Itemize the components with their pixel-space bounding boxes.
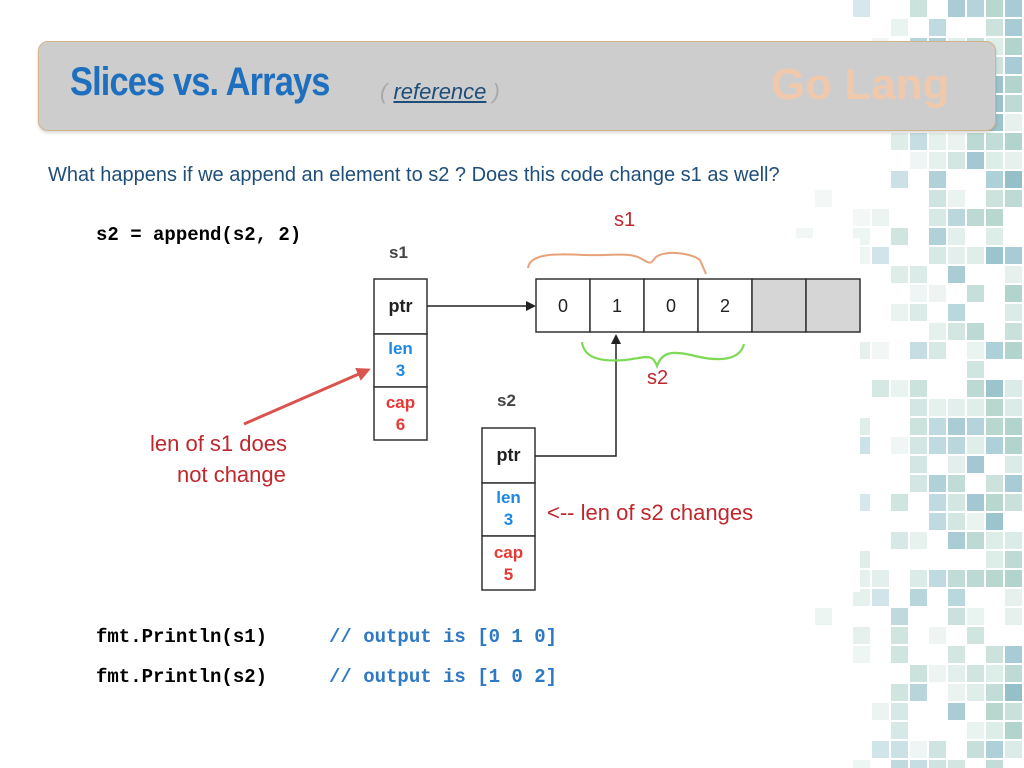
s1-cap-value: 6	[396, 415, 405, 434]
array-cell-value-2: 0	[666, 296, 676, 316]
backing-array: 0 1 0 2	[535, 278, 861, 333]
diagram-s1-label: s1	[389, 243, 408, 262]
note-len-s2: <-- len of s2 changes	[547, 500, 754, 525]
s1-slice-header: ptr len 3 cap 6	[373, 278, 428, 441]
s1-cap-label: cap	[386, 393, 415, 412]
array-cell-value-3: 2	[720, 296, 730, 316]
s1-len-cell	[373, 333, 428, 388]
s1-brace-label: s1	[614, 209, 635, 231]
reference-paren-close: )	[486, 79, 500, 104]
s1-len-value: 3	[396, 361, 405, 380]
s2-len-label: len	[496, 488, 521, 507]
note-len-s1-line1: len of s1 does	[150, 431, 287, 456]
s1-cap-cell	[373, 386, 428, 441]
reference-link[interactable]: reference	[393, 79, 487, 104]
array-cell-5	[805, 278, 861, 333]
code-print-s2: fmt.Println(s2)	[96, 666, 268, 688]
diagram-s2-label: s2	[497, 391, 516, 410]
title-bar	[38, 41, 996, 131]
reference-paren-open: (	[380, 79, 394, 104]
s1-ptr-label: ptr	[389, 296, 413, 316]
code-append-line: s2 = append(s2, 2)	[96, 224, 302, 246]
s2-ptr-cell	[481, 427, 536, 484]
array-cell-1	[589, 278, 645, 333]
reference-note: ( reference )	[380, 79, 500, 105]
s2-ptr-arrow	[535, 334, 621, 457]
s2-cap-cell	[481, 535, 536, 591]
s2-brace-label: s2	[647, 367, 668, 389]
s2-cap-label: cap	[494, 543, 523, 562]
s1-brace	[527, 252, 707, 275]
s2-cap-value: 5	[504, 565, 513, 584]
array-cell-4	[751, 278, 807, 333]
brand-watermark: Go Lang	[771, 60, 950, 109]
s2-len-value: 3	[504, 510, 513, 529]
code-print-s1: fmt.Println(s1)	[96, 626, 268, 648]
code-comment-s2: // output is [1 0 2]	[329, 666, 558, 688]
s2-brace	[580, 341, 746, 370]
array-cell-value-0: 0	[558, 296, 568, 316]
note-len-s1-line2: not change	[177, 462, 286, 487]
s2-slice-header: ptr len 3 cap 5	[481, 427, 536, 591]
s1-len-label: len	[388, 339, 413, 358]
question-text: What happens if we append an element to …	[48, 164, 780, 186]
array-cell-value-1: 1	[612, 296, 622, 316]
slide-title: Slices vs. Arrays	[70, 60, 330, 104]
len-s1-arrow	[243, 367, 371, 426]
code-comment-s1: // output is [0 1 0]	[329, 626, 558, 648]
s2-ptr-label: ptr	[497, 445, 521, 465]
array-cell-3	[697, 278, 753, 333]
